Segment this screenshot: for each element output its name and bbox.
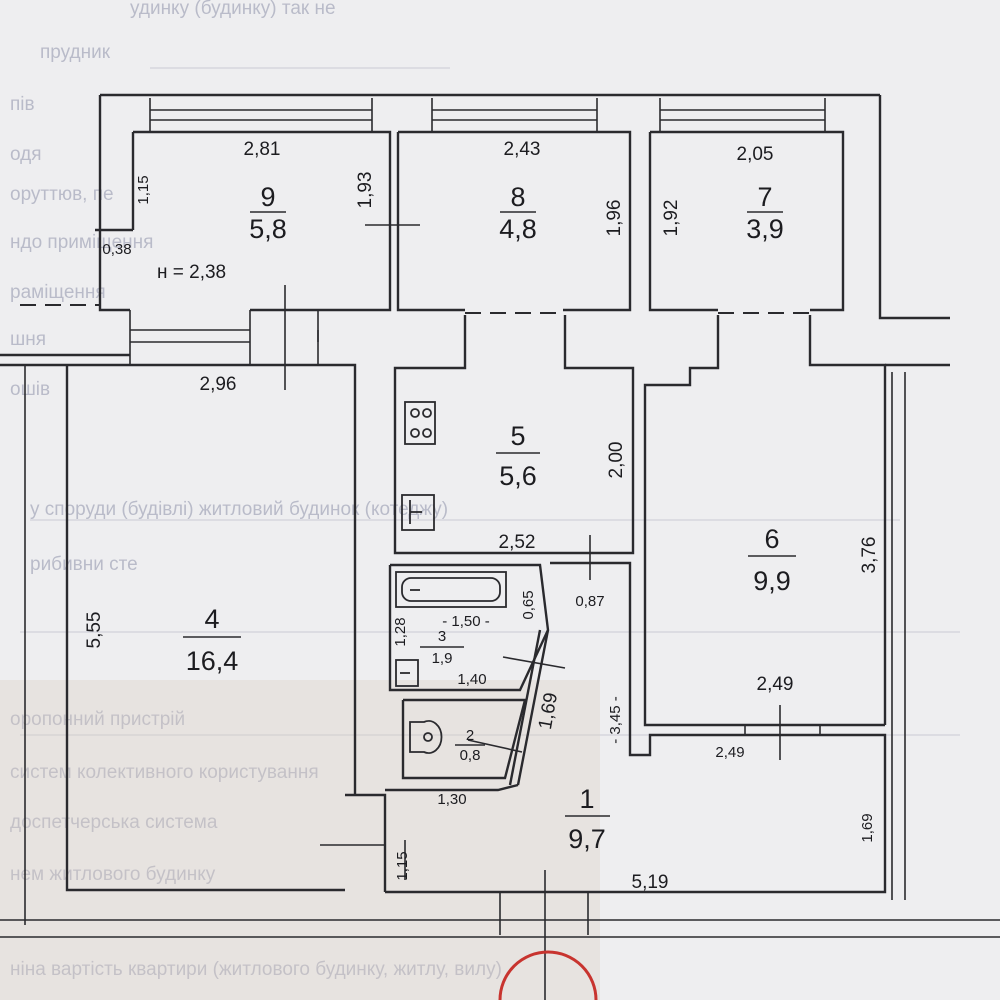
bg-line-16: ніна вартість квартири (житлового будинк… bbox=[10, 959, 502, 980]
room-4-number: 4 bbox=[204, 604, 219, 634]
sink-icon bbox=[401, 494, 435, 531]
bathtub-icon bbox=[395, 571, 507, 608]
dim-r1-left-h: 1,15 bbox=[394, 851, 411, 880]
fixtures bbox=[395, 401, 507, 754]
room-7-number: 7 bbox=[757, 182, 772, 212]
room-3-area: 1,9 bbox=[432, 650, 453, 667]
dim-r8-width: 2,43 bbox=[504, 139, 541, 160]
dim-r7-width: 2,05 bbox=[737, 144, 774, 165]
stove-icon bbox=[404, 401, 436, 445]
room-1-number: 1 bbox=[579, 784, 594, 814]
dim-r7-height: 1,92 bbox=[661, 200, 682, 237]
room-6-number: 6 bbox=[764, 524, 779, 554]
bg-line-14: доспетчерська система bbox=[10, 812, 218, 833]
bg-line-12: оропонний пристрій bbox=[10, 709, 185, 730]
walls bbox=[0, 93, 1000, 1000]
room-8-area: 4,8 bbox=[499, 214, 537, 244]
room-6-area: 9,9 bbox=[753, 566, 791, 596]
bg-line-1: удинку (будинку) так не bbox=[130, 0, 336, 19]
bg-line-7: раміщення bbox=[10, 282, 106, 303]
dim-r9-height: 1,93 bbox=[355, 172, 376, 209]
dim-hall-length: - 3,45 - bbox=[607, 696, 624, 744]
room-9-area: 5,8 bbox=[249, 214, 287, 244]
room-2: 2 0,8 bbox=[455, 727, 485, 764]
bg-line-10: у споруди (будівлі) житловий будинок (ко… bbox=[30, 499, 448, 520]
bg-line-3: пів bbox=[10, 94, 35, 115]
washbasin-icon bbox=[395, 659, 419, 687]
dim-r5-height: 2,00 bbox=[606, 442, 627, 479]
room-5: 5 5,6 bbox=[496, 421, 540, 491]
dim-r9-notch-w: 0,38 bbox=[102, 241, 131, 258]
bg-line-8: шня bbox=[10, 329, 46, 350]
room-8: 8 4,8 bbox=[499, 182, 537, 244]
dim-r3-width: 0,65 bbox=[520, 590, 537, 619]
page-shadow bbox=[0, 680, 600, 1000]
dim-r8-height: 1,96 bbox=[604, 200, 625, 237]
room-1-area: 9,7 bbox=[568, 824, 606, 854]
dim-r5-width: 2,52 bbox=[499, 532, 536, 553]
bg-line-9: ошів bbox=[10, 379, 50, 400]
bg-line-4: одя bbox=[10, 144, 42, 165]
background-document-text: удинку (будинку) так не прудник пів одя … bbox=[10, 0, 960, 980]
dim-r1-bottom: 5,19 bbox=[632, 872, 669, 893]
dim-r3-bottom: 1,40 bbox=[457, 671, 486, 688]
dimension-labels: 2,81 1,93 1,15 0,38 н = 2,38 2,43 1,96 2… bbox=[84, 139, 880, 893]
bg-line-15: нем житлового будинку bbox=[10, 864, 216, 885]
bg-line-6: ндо приміщення bbox=[10, 232, 153, 253]
dim-r1-right-h: 1,69 bbox=[859, 813, 876, 842]
stamp-arc bbox=[498, 950, 598, 1000]
dim-corridor-width: 0,87 bbox=[575, 593, 604, 610]
room-9-number: 9 bbox=[260, 182, 275, 212]
bg-line-5: оруттюв, пе bbox=[10, 184, 114, 205]
room-3: 3 1,9 bbox=[420, 628, 464, 667]
room-7: 7 3,9 bbox=[746, 182, 784, 244]
dim-r6-width: 2,49 bbox=[757, 674, 794, 695]
room-1: 1 9,7 bbox=[565, 784, 610, 854]
room-4: 4 16,4 bbox=[183, 604, 241, 676]
bg-line-13: систем колективного користування bbox=[10, 762, 319, 783]
room-6: 6 9,9 bbox=[748, 524, 796, 596]
room-5-number: 5 bbox=[510, 421, 525, 451]
dim-r6-height: 3,76 bbox=[859, 537, 880, 574]
room-3-number: 3 bbox=[438, 628, 446, 645]
dim-r9-notch-h: 1,15 bbox=[135, 175, 152, 204]
room-2-area: 0,8 bbox=[460, 747, 481, 764]
room-5-area: 5,6 bbox=[499, 461, 537, 491]
room-9: 9 5,8 bbox=[249, 182, 287, 244]
room-2-number: 2 bbox=[466, 727, 474, 744]
dim-r9-width: 2,81 bbox=[244, 139, 281, 160]
dim-r1-width: 2,49 bbox=[715, 744, 744, 761]
room-7-area: 3,9 bbox=[746, 214, 784, 244]
dim-r3-bath: - 1,50 - bbox=[442, 613, 490, 630]
room-8-number: 8 bbox=[510, 182, 525, 212]
dimension-ticks bbox=[284, 210, 781, 880]
room-4-area: 16,4 bbox=[186, 646, 239, 676]
dim-r1-left-w: 1,30 bbox=[437, 791, 466, 808]
bg-line-11: рибивни сте bbox=[30, 554, 138, 575]
bg-line-2: прудник bbox=[40, 42, 111, 63]
dim-r3-height: 1,28 bbox=[392, 617, 409, 646]
dim-r4-height: 5,55 bbox=[84, 612, 105, 649]
toilet-icon bbox=[409, 720, 443, 754]
ceiling-height: н = 2,38 bbox=[157, 262, 226, 283]
dim-r4-width: 2,96 bbox=[200, 374, 237, 395]
room-labels: 9 5,8 8 4,8 7 3,9 5 5,6 6 9,9 4 16,4 bbox=[183, 182, 796, 854]
